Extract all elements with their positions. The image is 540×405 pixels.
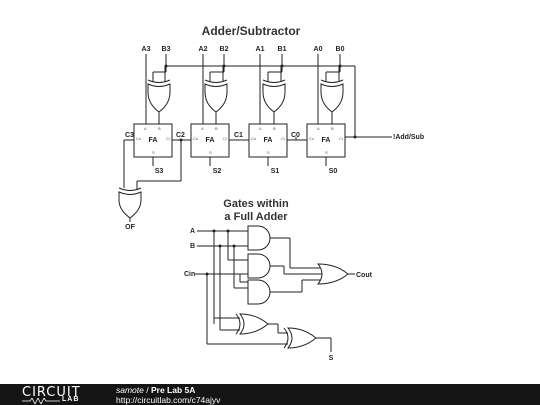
xor-gate-of — [118, 191, 142, 219]
svg-text:A: A — [201, 126, 204, 131]
svg-text:A: A — [317, 126, 320, 131]
svg-text:Ci: Ci — [339, 136, 343, 141]
svg-text:FA: FA — [322, 137, 331, 144]
input-a1: A1 — [256, 46, 265, 53]
and-gate-2 — [247, 253, 271, 279]
carry-c3: C3 — [125, 132, 134, 139]
full-adder-3 — [133, 123, 173, 158]
svg-text:S: S — [209, 150, 212, 155]
stage-3: FA A B Co Ci S S3 — [133, 54, 173, 175]
svg-text:FA: FA — [264, 137, 273, 144]
diagram-title: Adder/Subtractor — [202, 24, 301, 38]
input-b3: B3 — [162, 46, 171, 53]
carry-c2: C2 — [176, 132, 185, 139]
detail-output-cout: Cout — [356, 272, 373, 279]
logo-word-lab: LAB — [62, 396, 80, 403]
stage-0: FA A B Co Ci S S0 — [306, 54, 346, 175]
svg-text:Co: Co — [251, 136, 257, 141]
and-gate-1 — [247, 225, 271, 251]
svg-text:B: B — [158, 126, 161, 131]
carry-c0: C0 — [291, 132, 300, 139]
svg-text:Ci: Ci — [166, 136, 170, 141]
input-b1: B1 — [278, 46, 287, 53]
resistor-icon — [22, 398, 60, 404]
carry-chain: C3 C2 C1 C0 — [123, 132, 307, 190]
control-label: !Add/Sub — [393, 134, 424, 141]
detail-output-s: S — [329, 355, 334, 362]
detail-input-cin: Cin — [184, 271, 195, 278]
overflow-xor: OF — [118, 187, 142, 231]
byline-separator: / — [143, 385, 151, 395]
xor-gate-sum-2 — [286, 327, 317, 349]
sum-s1: S1 — [271, 168, 280, 175]
svg-text:S: S — [152, 150, 155, 155]
svg-text:FA: FA — [149, 137, 158, 144]
svg-text:S: S — [267, 150, 270, 155]
stage-1: FA A B Co Ci S S1 — [248, 54, 288, 175]
circuitlab-logo[interactable]: CIRCUIT LAB — [22, 384, 102, 405]
project-meta: samote / Pre Lab 5A http://circuitlab.co… — [116, 385, 220, 405]
detail-title-2: a Full Adder — [224, 211, 288, 223]
detail-title-1: Gates within — [223, 198, 289, 210]
svg-text:A: A — [144, 126, 147, 131]
sum-s2: S2 — [213, 168, 222, 175]
sum-s3: S3 — [155, 168, 164, 175]
detail-input-a: A — [190, 228, 195, 235]
footer-bar: CIRCUIT LAB samote / Pre Lab 5A http://c… — [0, 384, 540, 405]
input-a2: A2 — [199, 46, 208, 53]
svg-text:Co: Co — [309, 136, 315, 141]
project-name[interactable]: Pre Lab 5A — [150, 385, 196, 395]
input-labels: A3 B3 A2 B2 A1 B1 A0 B0 — [142, 46, 345, 53]
svg-text:B: B — [215, 126, 218, 131]
overflow-label: OF — [125, 224, 135, 231]
sum-s0: S0 — [329, 168, 338, 175]
input-b0: B0 — [336, 46, 345, 53]
schematic: Adder/Subtractor A3 B3 A2 B2 A1 B1 A0 B0… — [118, 24, 424, 362]
svg-text:FA: FA — [206, 137, 215, 144]
stage-2: FA A B Co Ci S S2 — [190, 54, 230, 175]
input-a3: A3 — [142, 46, 151, 53]
carry-c1: C1 — [234, 132, 243, 139]
xor-gate-0 — [320, 83, 344, 113]
full-adder-0 — [306, 123, 346, 158]
project-byline: samote / Pre Lab 5A — [116, 385, 220, 395]
author-link[interactable]: samote — [116, 385, 144, 395]
xor-gate-sum-1 — [238, 313, 269, 335]
and-gate-3 — [247, 279, 271, 305]
input-a0: A0 — [314, 46, 323, 53]
xor-gate-2 — [204, 83, 228, 113]
full-adder-detail: A B Cin — [184, 225, 373, 362]
svg-text:Ci: Ci — [223, 136, 227, 141]
logo-word-circuit: CIRCUIT — [22, 385, 81, 400]
svg-text:A: A — [259, 126, 262, 131]
detail-input-b: B — [190, 243, 195, 250]
or-gate-cout — [316, 263, 349, 285]
svg-text:S: S — [325, 150, 328, 155]
project-url[interactable]: http://circuitlab.com/c74ajyv — [116, 395, 221, 405]
svg-text:B: B — [331, 126, 334, 131]
svg-text:B: B — [273, 126, 276, 131]
xor-gate-3 — [147, 83, 171, 113]
xor-gate-1 — [262, 83, 286, 113]
svg-text:Co: Co — [136, 136, 142, 141]
input-b2: B2 — [220, 46, 229, 53]
svg-text:Co: Co — [193, 136, 199, 141]
svg-text:Ci: Ci — [281, 136, 285, 141]
